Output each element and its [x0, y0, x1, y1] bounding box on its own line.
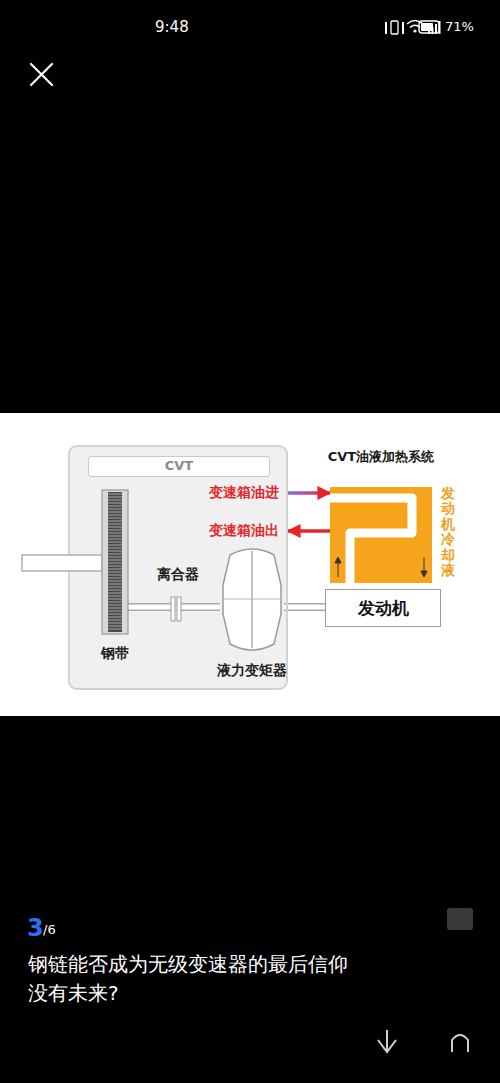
overlay-icon: [447, 908, 473, 930]
more-icon: [452, 1035, 468, 1052]
status-time: 9:48: [155, 18, 189, 36]
flow-label: 变速箱油进: [207, 484, 281, 502]
steel-belt: 钢带: [102, 490, 128, 634]
image-panel: [0, 413, 500, 716]
clutch: 离合器: [171, 597, 181, 621]
engine-box: 发动机: [325, 589, 441, 627]
shape-art: [102, 490, 128, 634]
shape-art: [330, 487, 432, 583]
oil-pipe: [330, 498, 412, 583]
battery-art: [0, 0, 500, 40]
drive-shaft: [181, 607, 220, 608]
oil-flow-arrow: [288, 531, 330, 532]
engine-label: 发动机: [358, 597, 409, 620]
part-label: 离合器: [157, 566, 199, 584]
torque-converter: 液力变矩器: [220, 547, 284, 652]
converter-outline: [223, 549, 281, 650]
shape-art: [220, 547, 284, 652]
flow-label: 变速箱油出: [207, 522, 281, 540]
output-shaft: [22, 555, 102, 571]
coolant-label: 发动机冷却液: [441, 486, 455, 578]
drive-shaft: [284, 607, 325, 608]
battery-icon: [419, 21, 439, 33]
belt-segments: [108, 494, 122, 629]
status-icons: [385, 21, 441, 35]
caption: 钢链能否成为无级变速器的最后信仰 没有未来?: [28, 950, 363, 1008]
battery-percent: 71%: [445, 19, 474, 34]
converter-axis: [223, 599, 281, 600]
system-title: CVT油液加热系统: [310, 448, 452, 466]
clutch-plate: [177, 597, 181, 621]
page-index: 3: [27, 914, 44, 942]
belt-band: [108, 492, 122, 632]
pulley: [102, 490, 128, 634]
part-label: 钢带: [96, 645, 134, 663]
housing-title: CVT: [88, 456, 270, 477]
cvt-housing: CVT钢带离合器液力变矩器: [68, 445, 288, 690]
flow-arrows: [335, 557, 427, 577]
page-total: /6: [43, 922, 56, 937]
battery-icon: [416, 21, 439, 34]
oil-heating-box: CVT油液加热系统: [330, 487, 432, 583]
battery-level: [421, 23, 433, 31]
share-icon: [378, 1030, 396, 1052]
clutch-plate: [171, 597, 175, 621]
oil-flow-arrow: [288, 493, 330, 494]
drive-shaft: [128, 607, 171, 608]
part-label: 液力变矩器: [197, 662, 307, 680]
shape-art: [171, 597, 181, 621]
close-icon: [31, 64, 52, 85]
